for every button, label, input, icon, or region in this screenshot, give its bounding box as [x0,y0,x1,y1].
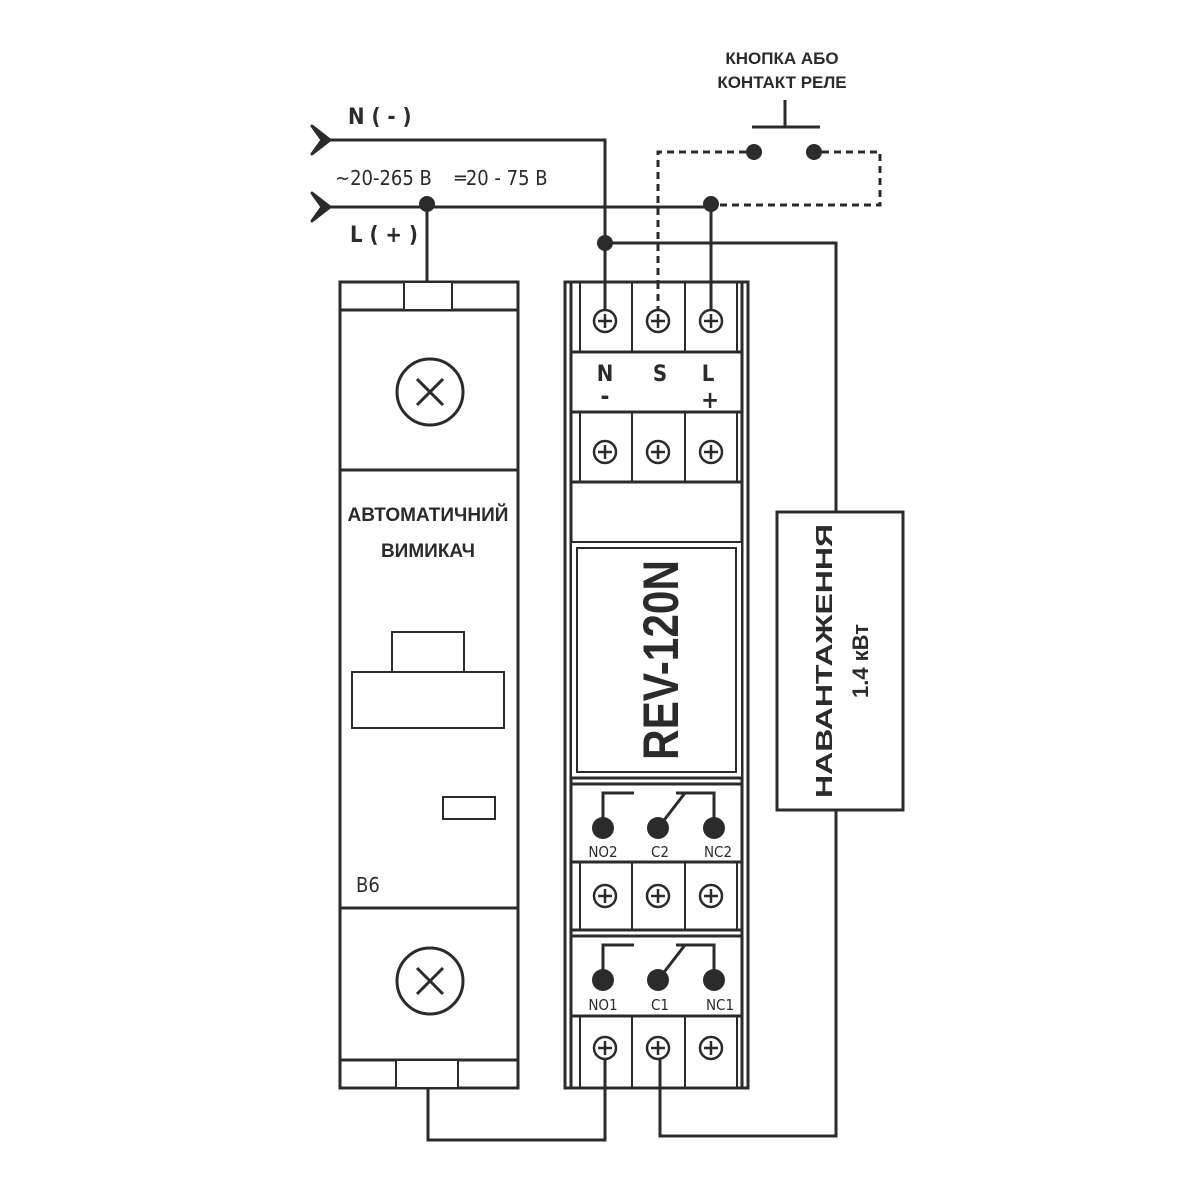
voltage-ac-label: ~20-265 В [335,166,432,190]
breaker-to-no1-wire [426,1060,607,1142]
circuit-breaker: АВТОМАТИЧНИЙ ВИМИКАЧ B6 [338,280,520,1090]
load-title: НАВАНТАЖЕННЯ [811,524,837,798]
screw-l-top-icon [698,308,724,334]
button-contact-left [746,144,762,160]
c2-label: C2 [651,843,669,861]
screw-nc2-icon [698,883,724,909]
control-button: КНОПКА АБО КОНТАКТ РЕЛЕ [656,49,882,308]
n-label: N ( - ) [348,105,412,130]
button-actuator [752,100,820,129]
no2-label: NO2 [588,843,617,861]
screw-c2-icon [645,883,671,909]
terminal-plus-label: + [701,386,719,414]
load: НАВАНТАЖЕННЯ 1.4 кВт [775,510,905,812]
screw-s-bottom-icon [645,439,671,465]
terminal-l-label: L [702,362,715,387]
relay-model: REV-120N [633,560,689,760]
no1-label: NO1 [588,996,617,1014]
load-power: 1.4 кВт [848,624,873,698]
screw-n-top-icon [592,308,618,334]
breaker-toggle-lever [391,631,465,673]
l-relay-junction-dot [703,196,719,212]
nc2-label: NC2 [704,843,732,861]
terminal-screws [592,308,724,1061]
screw-nc1-icon [698,1035,724,1061]
breaker-toggle-body [351,671,505,729]
c1-label: C1 [651,996,669,1014]
c1-to-load-wire [658,810,838,1138]
breaker-title-line1: АВТОМАТИЧНИЙ [348,504,509,526]
relay-module: N S L - + REV-120N NO2 C2 NC2 NO1 [563,280,750,1090]
screw-no1-icon [592,1035,618,1061]
contact-group-2: NO2 C2 NC2 [588,791,732,861]
screw-s-top-icon [645,308,671,334]
n-wire [322,138,607,282]
breaker-top-screw-icon [395,357,465,427]
bottom-wires [426,810,838,1142]
button-label-line2: КОНТАКТ РЕЛЕ [717,73,846,92]
supply-lines: N ( - ) ~20-265 В ═20 - 75 В L ( + ) [310,105,838,512]
terminal-minus-label: - [601,382,610,410]
n-load-wire [605,241,838,512]
breaker-title-line2: ВИМИКАЧ [381,541,475,562]
button-contact-right [806,144,822,160]
l-label: L ( + ) [350,223,418,248]
breaker-rating: B6 [356,873,380,897]
screw-c1-icon [645,1035,671,1061]
s-control-wire-right [720,150,882,207]
voltage-dc-label: ═20 - 75 В [454,166,548,190]
screw-no2-icon [592,883,618,909]
n-junction-dot [597,235,613,251]
button-label-line1: КНОПКА АБО [725,49,838,68]
screw-n-bottom-icon [592,439,618,465]
s-control-wire-left [656,150,746,308]
breaker-indicator [442,796,496,820]
screw-l-bottom-icon [698,439,724,465]
terminal-n-label: N [597,362,614,387]
contact-group-1: NO1 C1 NC1 [588,943,734,1014]
terminal-s-label: S [653,362,667,387]
breaker-bottom-screw-icon [395,946,465,1016]
l-junction-dot [419,196,435,212]
nc1-label: NC1 [706,996,734,1014]
